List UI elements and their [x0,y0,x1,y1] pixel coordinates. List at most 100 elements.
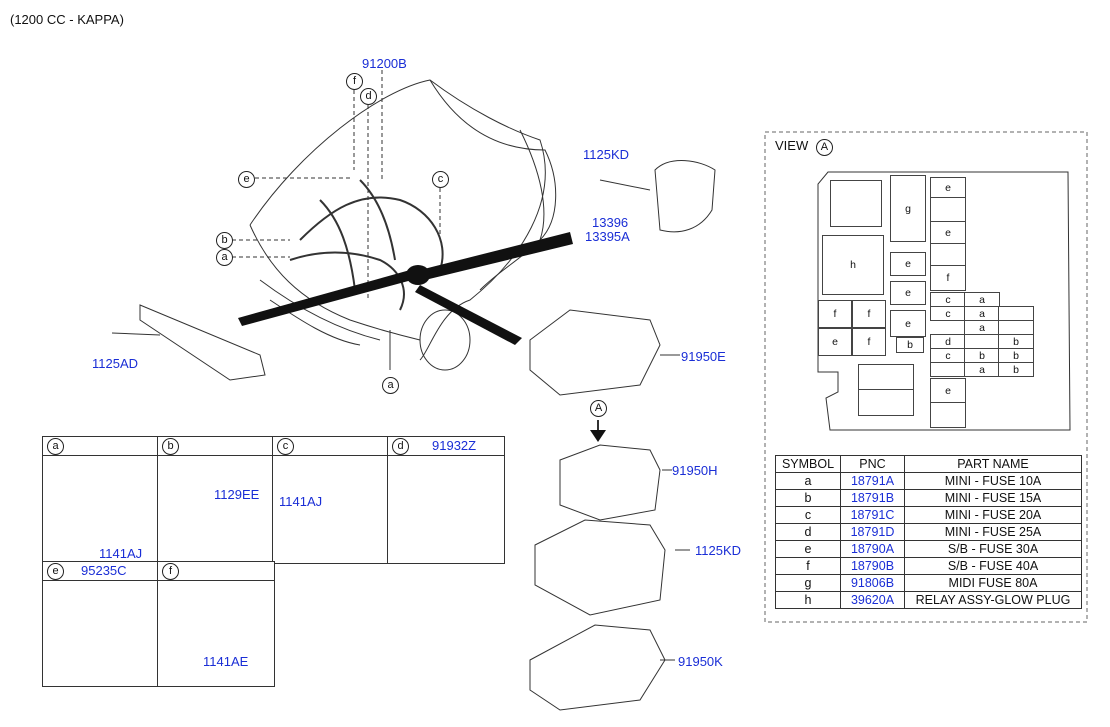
symbol-cell: b [775,489,841,507]
part-name-cell: MINI - FUSE 15A [904,489,1082,507]
fuse-slot-h: h [822,235,884,295]
panel-letter: c [277,438,294,455]
nut-a-part-label: 13396 [592,215,629,230]
detail-panel-e: e 95235C [42,561,160,687]
fuse-slot-blank [964,334,1000,349]
pnc-cell: 18791A [840,472,905,490]
fuse-slot-b: b [896,337,924,353]
fuse-slot-b: b [964,348,1000,363]
symbol-cell: a [775,472,841,490]
part-name-cell: S/B - FUSE 30A [904,540,1082,558]
pnc-cell: 18791D [840,523,905,541]
fuse-slot-blank [930,402,966,428]
engine-variant-title: (1200 CC - KAPPA) [10,12,124,27]
fuse-slot-f: f [818,300,852,328]
callout-b: b [216,232,233,249]
fuse-slot-e: e [890,252,926,276]
symbol-cell: d [775,523,841,541]
part-name-cell: RELAY ASSY-GLOW PLUG [904,591,1082,609]
pnc-cell: 39620A [840,591,905,609]
symbol-cell: g [775,574,841,592]
part-name-cell: S/B - FUSE 40A [904,557,1082,575]
panel-letter: d [392,438,409,455]
pnc-cell: 18791B [840,489,905,507]
fuse-slot-c: c [930,292,966,307]
panel-letter: e [47,563,64,580]
callout-c: c [432,171,449,188]
view-marker: A [815,139,833,156]
detail-panel-f: f 1141AE [157,561,275,687]
panel-title: 91932Z [432,438,477,453]
fuse-slot-blank [858,389,914,416]
bolt-top-part-label: 1125KD [583,147,630,162]
column-header: PART NAME [904,455,1082,473]
fuse-slot-blank [998,320,1034,335]
fuse-slot-b: b [998,348,1034,363]
fuse-slot-d: d [930,334,966,349]
symbol-cell: h [775,591,841,609]
symbol-cell: e [775,540,841,558]
detail-panel-d: d 91932Z [387,436,505,564]
pnc-cell: 18790B [840,557,905,575]
fuse-slot-f: f [930,265,966,291]
part-name-cell: MINI - FUSE 25A [904,523,1082,541]
fuse-slot-e: e [818,328,852,356]
fuse-slot-blank [830,180,882,227]
panel-part-label: 1141AJ [279,494,323,509]
detail-panel-c: c 1141AJ [272,436,390,564]
panel-part-label: 1141AE [203,654,249,669]
fuse-slot-a: a [964,292,1000,307]
column-header: SYMBOL [775,455,841,473]
fuse-slot-c: c [930,306,966,321]
callout-a-lower: a [382,377,399,394]
part-name-cell: MIDI FUSE 80A [904,574,1082,592]
fuse-slot-e: e [890,310,926,337]
part-name-cell: MINI - FUSE 20A [904,506,1082,524]
panel-letter: b [162,438,179,455]
fuse-slot-a: a [964,362,1000,377]
callout-e: e [238,171,255,188]
fuse-slot-b: b [998,362,1034,377]
fuse-slot-c: c [930,348,966,363]
fuse-slot-f: f [852,300,886,328]
panel-part-label: 1141AJ [99,546,143,561]
symbol-cell: f [775,557,841,575]
pnc-cell: 18791C [840,506,905,524]
bolt-left-part-label: 1125AD [92,356,139,371]
fuse-slot-blank [858,364,914,391]
pnc-cell: 18790A [840,540,905,558]
fuse-slot-f: f [852,328,886,356]
nut-b-part-label: 13395A [585,229,630,244]
callout-a-upper: a [216,249,233,266]
fuse-slot-a: a [964,320,1000,335]
fuse-box-cover-label: 91950E [681,349,726,364]
panel-title: 95235C [81,563,127,578]
fuse-slot-blank [930,362,966,377]
fuse-box-lower-label: 91950K [678,654,723,669]
fuse-slot-blank [930,243,966,267]
column-header: PNC [840,455,905,473]
fuse-slot-e: e [890,281,926,305]
view-a-marker: A [590,400,607,417]
box-bolt-part-label: 1125KD [695,543,742,558]
view-label: VIEW A [775,138,833,156]
table-header-row: SYMBOL PNC PART NAME [775,455,1082,473]
harness-part-label: 91200B [362,56,407,71]
callout-f: f [346,73,363,90]
panel-part-label: 1129EE [214,487,260,502]
callout-d: d [360,88,377,105]
fuse-slot-e: e [930,378,966,404]
fuse-slot-blank [930,197,966,223]
fuse-slot-b: b [998,334,1034,349]
fuse-slot-e: e [930,221,966,245]
detail-panel-a: a 1141AJ [42,436,160,564]
fuse-slot-blank [998,306,1034,321]
